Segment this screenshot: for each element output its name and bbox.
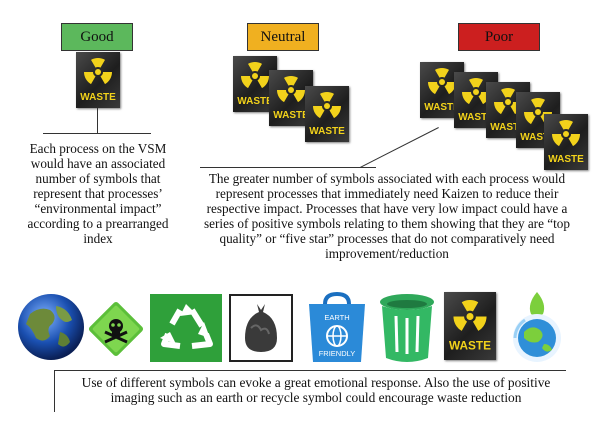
waste-symbol-neutral-3: WASTE (305, 86, 349, 142)
rating-good: Good (61, 23, 133, 51)
icon-row: EARTH FRIENDLY WASTE (0, 286, 600, 366)
bag-text-earth: EARTH (324, 313, 349, 322)
waste-label: WASTE (458, 112, 494, 123)
toxic-skull-icon (88, 301, 144, 357)
bottom-bracket-top (54, 370, 566, 371)
connector-middle-bar (200, 167, 376, 168)
waste-label: WASTE (490, 122, 526, 133)
waste-label: WASTE (520, 132, 556, 143)
connector-left-bar (43, 133, 151, 134)
waste-symbol-bottom: WASTE (444, 292, 496, 360)
caption-middle: The greater number of symbols associated… (204, 171, 570, 261)
trash-bin-icon (380, 294, 434, 362)
connector-good (97, 108, 98, 133)
waste-label: WASTE (80, 92, 116, 103)
earth-friendly-bag-icon: EARTH FRIENDLY (309, 291, 365, 362)
waste-label: WASTE (449, 339, 491, 353)
waste-label: WASTE (309, 126, 345, 137)
caption-left: Each process on the VSM would have an as… (27, 141, 169, 246)
earth-globe-icon (18, 294, 84, 360)
waste-label: WASTE (237, 96, 273, 107)
waste-label: WASTE (424, 102, 460, 113)
bag-text-friendly: FRIENDLY (319, 349, 356, 358)
waste-label: WASTE (548, 154, 584, 165)
bottom-bracket-left (54, 370, 55, 412)
rating-neutral-label: Neutral (260, 28, 306, 45)
waste-symbol-good-1: WASTE (76, 52, 120, 108)
rating-poor-label: Poor (484, 28, 514, 45)
caption-bottom: Use of different symbols can evoke a gre… (81, 375, 551, 405)
waste-label: WASTE (273, 110, 309, 121)
green-earth-drop-icon (513, 292, 561, 362)
waste-symbol-poor-5: WASTE (544, 114, 588, 170)
rating-good-label: Good (80, 28, 114, 45)
garbage-bag-icon (229, 294, 293, 362)
recycle-icon (150, 294, 222, 362)
connector-poor-diagonal (360, 127, 439, 168)
rating-poor: Poor (458, 23, 540, 51)
rating-neutral: Neutral (247, 23, 319, 51)
